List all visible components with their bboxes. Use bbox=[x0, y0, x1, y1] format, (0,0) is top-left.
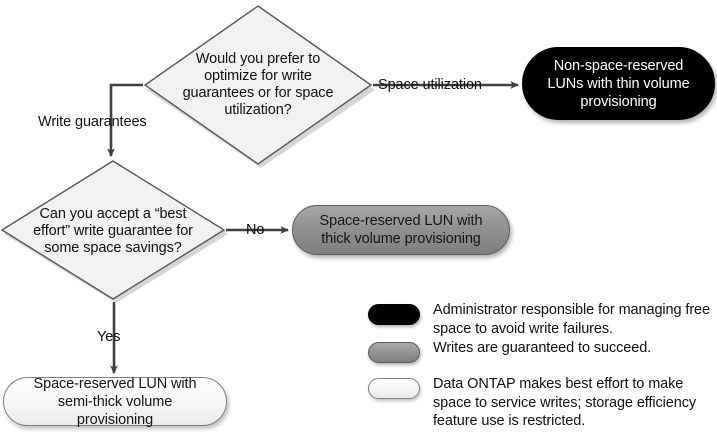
legend-item-black-label: Administrator responsible for managing f… bbox=[433, 302, 710, 337]
legend-item-white-label: Data ONTAP makes best effort to make spa… bbox=[433, 376, 696, 429]
outcome-node-semi-thick-provisioning[interactable]: Space-reserved LUN with semi-thick volum… bbox=[3, 376, 227, 428]
legend-item-white: Data ONTAP makes best effort to make spa… bbox=[368, 375, 713, 431]
edge-label-yes: Yes bbox=[97, 329, 121, 345]
edge-label-no: No bbox=[246, 222, 265, 238]
decision-node-optimize-preference-label: Would you prefer to optimize for write g… bbox=[182, 51, 334, 118]
legend-item-gray-label: Writes are guaranteed to succeed. bbox=[433, 340, 652, 356]
legend-item-gray: Writes are guaranteed to succeed. bbox=[368, 339, 651, 363]
outcome-node-thin-provisioning[interactable]: Non-space-reserved LUNs with thin volume… bbox=[522, 47, 715, 120]
diamond-shape bbox=[143, 5, 375, 168]
decision-node-best-effort-label: Can you accept a “best effort” write gua… bbox=[33, 205, 193, 256]
legend-swatch-black-icon bbox=[368, 304, 420, 325]
edge-label-write-guarantees: Write guarantees bbox=[38, 114, 147, 130]
legend-item-black: Administrator responsible for managing f… bbox=[368, 301, 713, 338]
edge-label-space-utilization: Space utilization bbox=[378, 77, 482, 93]
decision-node-optimize-preference[interactable]: Would you prefer to optimize for write g… bbox=[141, 2, 375, 168]
outcome-node-thick-provisioning[interactable]: Space-reserved LUN with thick volume pro… bbox=[292, 205, 510, 255]
legend-swatch-gray-icon bbox=[368, 342, 420, 363]
decision-node-best-effort[interactable]: Can you accept a “best effort” write gua… bbox=[0, 158, 228, 304]
diamond-shape bbox=[0, 160, 228, 303]
legend-swatch-white-icon bbox=[368, 378, 420, 399]
